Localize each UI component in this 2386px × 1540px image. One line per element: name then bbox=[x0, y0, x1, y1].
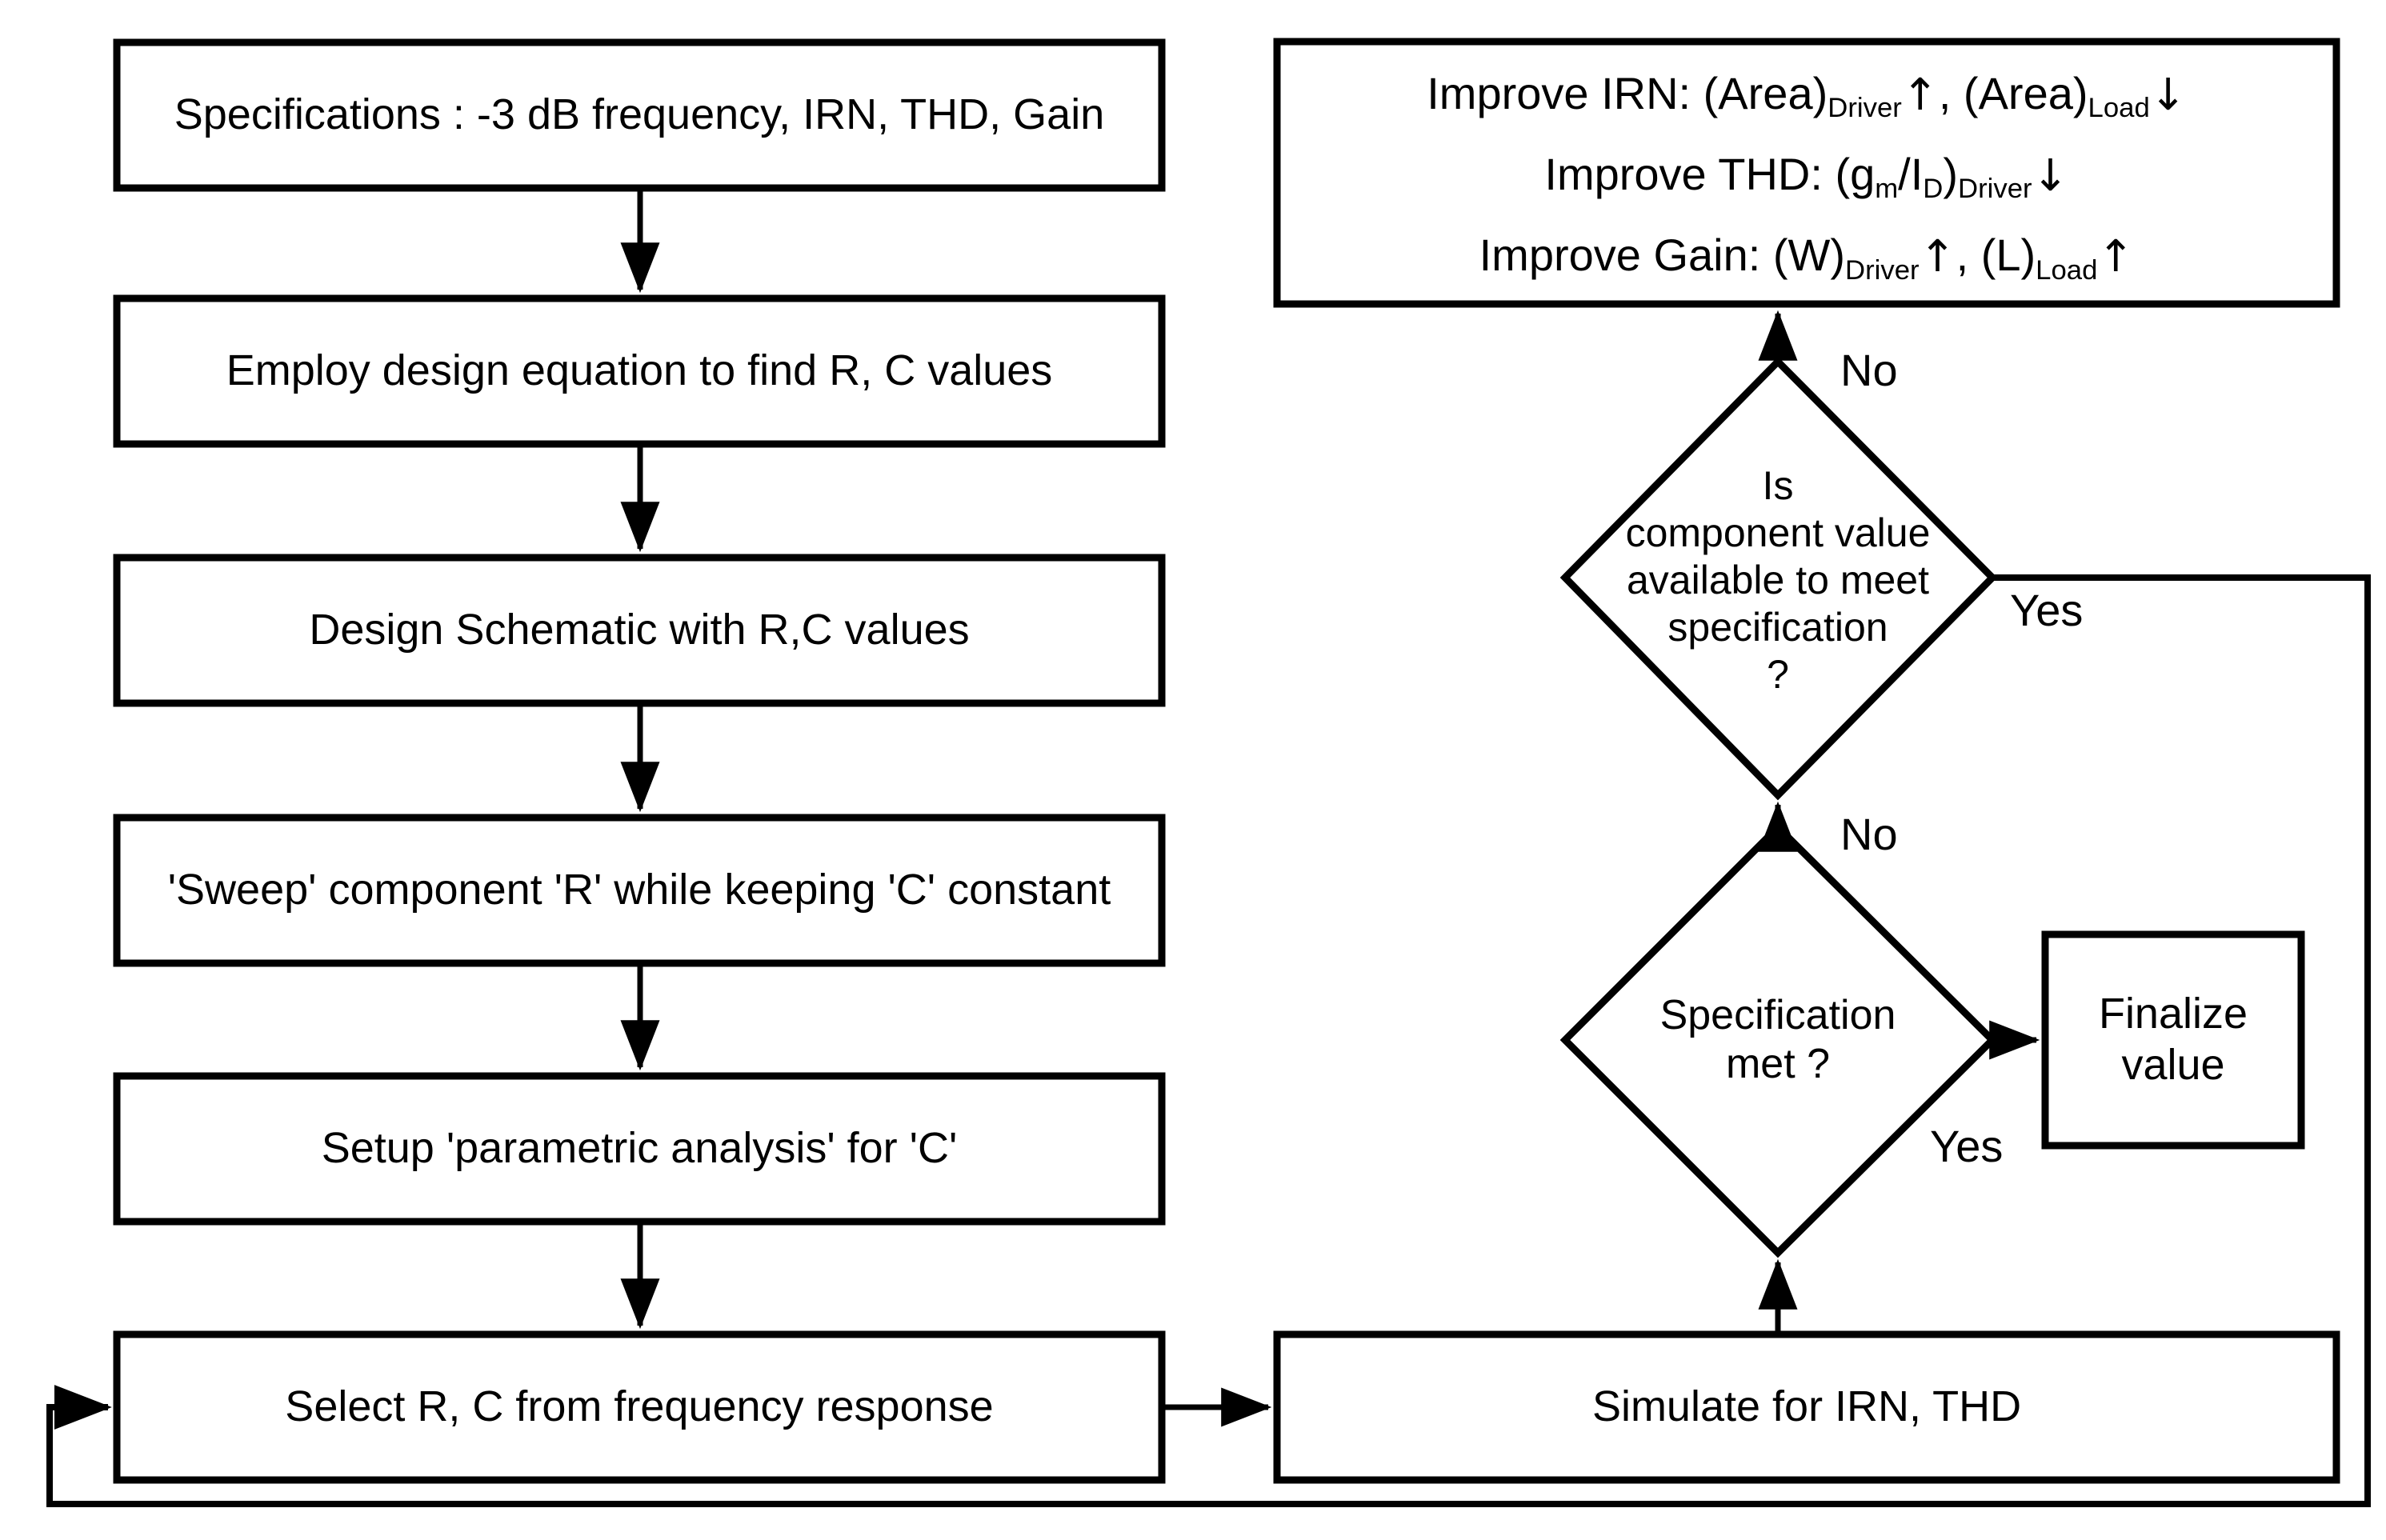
improve-irn-mid: , (Area) bbox=[1938, 67, 2088, 118]
box-improve[interactable] bbox=[1273, 38, 2340, 308]
box-sweep-r[interactable] bbox=[113, 814, 1166, 967]
up-arrow-icon: ↑ bbox=[1919, 230, 1956, 282]
box-finalize-value[interactable] bbox=[2041, 930, 2305, 1150]
improve-gain-prefix: Improve Gain: (W) bbox=[1479, 230, 1846, 281]
improve-gain-mid: , (L) bbox=[1956, 230, 2036, 281]
box-parametric-analysis[interactable] bbox=[113, 1072, 1166, 1226]
box-simulate[interactable] bbox=[1273, 1330, 2340, 1484]
box-design-schematic[interactable] bbox=[113, 554, 1166, 707]
improve-thd-mid1: /I bbox=[1898, 148, 1924, 199]
improve-gain-line: Improve Gain: (W)Driver↑, (L)Load↑ bbox=[1479, 230, 2135, 284]
improve-thd-sub-m: m bbox=[1875, 174, 1899, 205]
improve-thd-sub-driver: Driver bbox=[1958, 174, 2032, 205]
diamond-specification-met[interactable] bbox=[1559, 822, 1998, 1258]
improve-thd-sub-d: D bbox=[1923, 174, 1944, 205]
improve-irn-sub-load: Load bbox=[2088, 93, 2150, 124]
improve-gain-sub-load: Load bbox=[2036, 254, 2098, 286]
improve-irn-prefix: Improve IRN: (Area) bbox=[1427, 67, 1828, 118]
up-arrow-icon: ↑ bbox=[2097, 230, 2135, 282]
improve-thd-prefix: Improve THD: (g bbox=[1544, 148, 1876, 199]
edge-label-spec-no: No bbox=[1840, 809, 1898, 859]
diamond-component-value[interactable] bbox=[1559, 356, 1998, 801]
edge-label-component-yes: Yes bbox=[2010, 585, 2084, 635]
improve-gain-sub-driver: Driver bbox=[1845, 254, 1920, 286]
edge-label-component-no: No bbox=[1840, 345, 1898, 395]
improve-box-content: Improve IRN: (Area)Driver↑, (Area)Load↓ … bbox=[1277, 42, 2336, 304]
feedback-loop-path bbox=[46, 574, 2371, 1507]
improve-thd-line: Improve THD: (gm/ID)Driver↓ bbox=[1544, 148, 2068, 202]
improve-irn-sub-driver: Driver bbox=[1828, 93, 1902, 124]
improve-irn-line: Improve IRN: (Area)Driver↑, (Area)Load↓ bbox=[1427, 67, 2187, 122]
box-design-equation[interactable] bbox=[113, 294, 1166, 448]
up-arrow-icon: ↑ bbox=[1901, 68, 1939, 120]
down-arrow-icon: ↓ bbox=[2149, 68, 2187, 120]
improve-thd-mid2: ) bbox=[1943, 148, 1959, 199]
edge-label-spec-yes: Yes bbox=[1930, 1121, 2004, 1171]
down-arrow-icon: ↓ bbox=[2032, 150, 2069, 202]
box-specifications[interactable] bbox=[113, 38, 1166, 192]
box-select-rc[interactable] bbox=[113, 1330, 1166, 1484]
